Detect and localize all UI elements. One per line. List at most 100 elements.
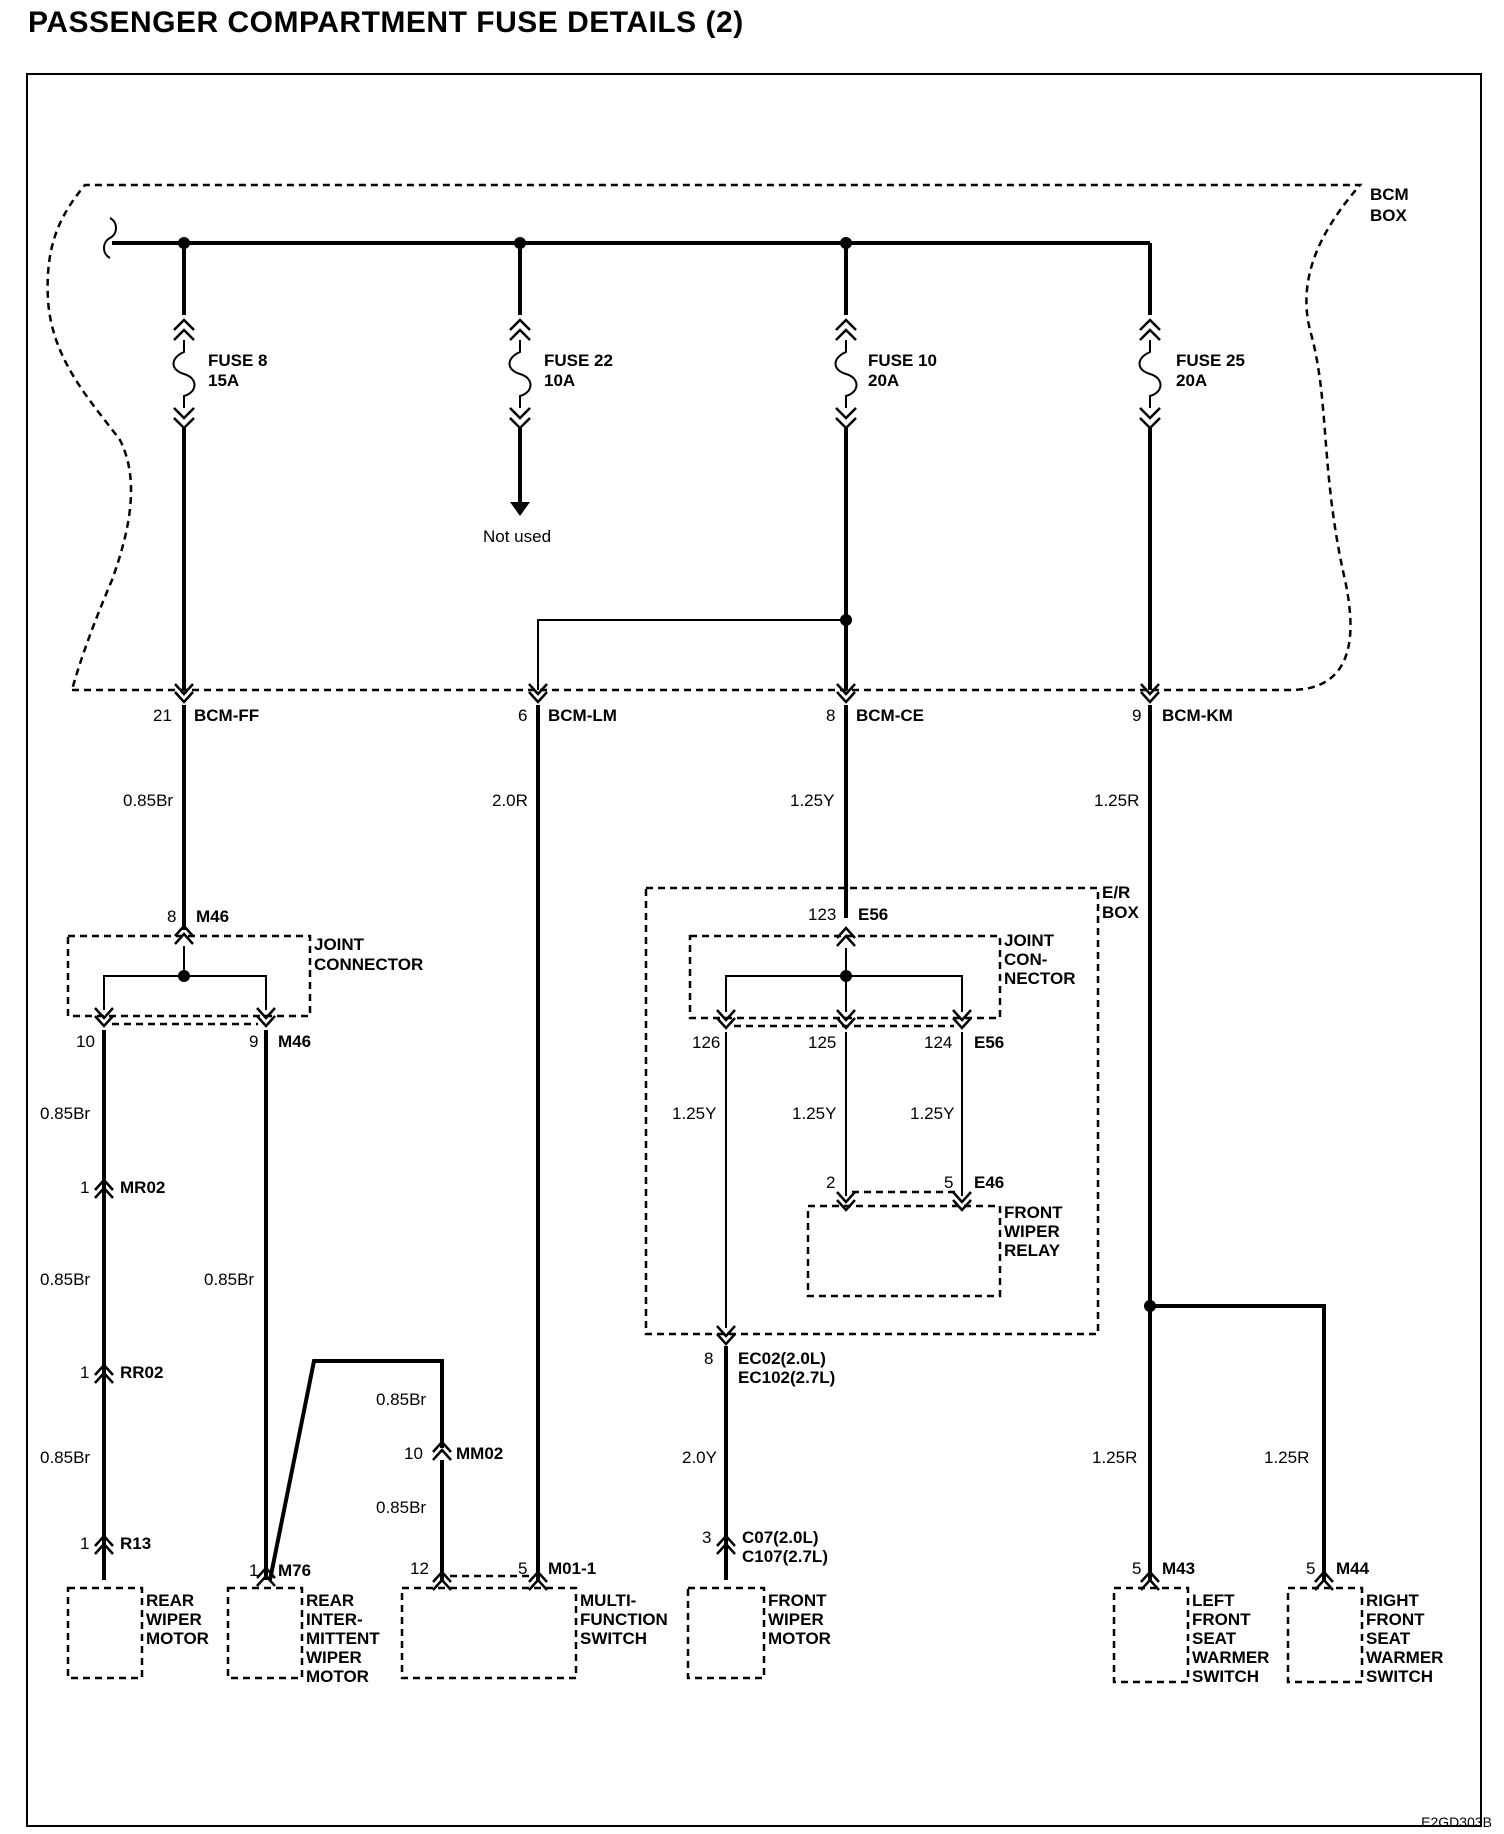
outer-frame	[26, 73, 1482, 1827]
fuse-10-icon	[834, 318, 858, 430]
rear-int-wiper-motor-box	[226, 1586, 304, 1680]
m01-pin5: 5	[518, 1559, 527, 1578]
wire-label-w11: 1.25Y	[672, 1104, 716, 1123]
wire-label-w9: 0.85Br	[376, 1390, 426, 1409]
bcm-box-label-2: BOX	[1370, 206, 1408, 225]
mm02-pin: 10	[404, 1444, 423, 1463]
rr02-label: RR02	[120, 1363, 163, 1382]
r13-pin: 1	[80, 1534, 89, 1553]
rear-wiper-motor-line3: MOTOR	[146, 1629, 209, 1648]
front-wiper-relay-line2: WIPER	[1004, 1222, 1060, 1241]
m44-label: M44	[1336, 1559, 1370, 1578]
bcm-lm-pin: 6	[518, 706, 527, 725]
front-wiper-relay-box	[806, 1204, 1002, 1298]
e46-pin5: 5	[944, 1173, 953, 1192]
right-seat-warmer-line1: RIGHT	[1366, 1591, 1420, 1610]
bcm-ff-pin: 21	[153, 706, 172, 725]
front-wiper-motor-line2: WIPER	[768, 1610, 824, 1629]
fuse-25-rating: 20A	[1176, 371, 1207, 390]
wire-label-w4: 1.25R	[1094, 791, 1139, 810]
rear-int-wiper-motor-line4: WIPER	[306, 1648, 362, 1667]
left-seat-warmer-line4: WARMER	[1192, 1648, 1269, 1667]
multi-function-switch-line3: SWITCH	[580, 1629, 647, 1648]
m44-pin: 5	[1306, 1559, 1315, 1578]
bcm-box-outline	[46, 183, 1363, 692]
e56-bottom-label: E56	[974, 1033, 1004, 1052]
e46-label: E46	[974, 1173, 1004, 1192]
wire-label-w7: 0.85Br	[40, 1448, 90, 1467]
wire-label-w8: 0.85Br	[204, 1270, 254, 1289]
right-seat-warmer-line5: SWITCH	[1366, 1667, 1433, 1686]
fuse-10-name: FUSE 10	[868, 351, 937, 370]
front-wiper-motor-box	[686, 1586, 766, 1680]
front-wiper-motor-line3: MOTOR	[768, 1629, 831, 1648]
rear-wiper-motor-line2: WIPER	[146, 1610, 202, 1629]
wire-label-w5: 0.85Br	[40, 1104, 90, 1123]
left-seat-warmer-line2: FRONT	[1192, 1610, 1251, 1629]
c07-pin: 3	[702, 1528, 711, 1547]
right-seat-warmer-line4: WARMER	[1366, 1648, 1443, 1667]
rear-wiper-motor-box	[66, 1586, 144, 1680]
m46-pin9: 9	[249, 1032, 258, 1051]
m46-top-pin: 8	[167, 907, 176, 926]
m46-top-label: M46	[196, 907, 229, 926]
fuse-8-icon	[172, 318, 196, 430]
bcm-km-label: BCM-KM	[1162, 706, 1233, 725]
left-seat-warmer-line1: LEFT	[1192, 1591, 1235, 1610]
right-seat-warmer-box	[1286, 1586, 1364, 1684]
multi-function-switch-box	[400, 1586, 578, 1680]
right-seat-warmer-line2: FRONT	[1366, 1610, 1425, 1629]
bcm-ce-pin: 8	[826, 706, 835, 725]
fuse-22-icon	[508, 318, 532, 430]
joint-connector-1-line1: JOINT	[314, 935, 365, 954]
joint-connector-1-box	[66, 934, 312, 1018]
m43-label: M43	[1162, 1559, 1195, 1578]
multi-function-switch-line1: MULTI-	[580, 1591, 636, 1610]
front-wiper-motor-line1: FRONT	[768, 1591, 827, 1610]
m43-pin: 5	[1132, 1559, 1141, 1578]
fuse-22-note: Not used	[483, 527, 551, 546]
front-wiper-relay-line3: RELAY	[1004, 1241, 1061, 1260]
fuse-8-rating: 15A	[208, 371, 239, 390]
jc1-bus	[103, 975, 267, 1010]
bcm-lm-label: BCM-LM	[548, 706, 617, 725]
bcm-km-pin: 9	[1132, 706, 1141, 725]
wire-label-w6: 0.85Br	[40, 1270, 90, 1289]
er-box-label-2: BOX	[1102, 903, 1140, 922]
rear-int-wiper-motor-line1: REAR	[306, 1591, 354, 1610]
multi-function-switch-line2: FUNCTION	[580, 1610, 668, 1629]
m01-pin12: 12	[410, 1559, 429, 1578]
wire-label-w16: 1.25R	[1264, 1448, 1309, 1467]
rear-wiper-motor-line1: REAR	[146, 1591, 194, 1610]
wire-label-w3: 1.25Y	[790, 791, 834, 810]
front-wiper-relay-line1: FRONT	[1004, 1203, 1063, 1222]
ec02-label: EC02(2.0L)	[738, 1349, 826, 1368]
wire-label-w13: 1.25Y	[910, 1104, 954, 1123]
not-used-arrow-icon	[510, 502, 530, 516]
fuse-10-rating: 20A	[868, 371, 899, 390]
battery-feed-symbol	[103, 217, 117, 259]
joint-connector-2-line2: CON-	[1004, 950, 1047, 969]
left-seat-warmer-line3: SEAT	[1192, 1629, 1237, 1648]
bcm-ce-label: BCM-CE	[856, 706, 924, 725]
c07-label: C07(2.0L)	[742, 1528, 819, 1547]
e56-pin124: 124	[924, 1033, 952, 1052]
fuse-22-name: FUSE 22	[544, 351, 613, 370]
fuse-8-name: FUSE 8	[208, 351, 268, 370]
er-box-label: E/R	[1102, 883, 1130, 902]
page-title: PASSENGER COMPARTMENT FUSE DETAILS (2)	[28, 6, 744, 39]
wire-label-w15: 1.25R	[1092, 1448, 1137, 1467]
wire-label-w2: 2.0R	[492, 791, 528, 810]
wire-m76-mm02	[268, 1359, 444, 1581]
rr02-pin: 1	[80, 1363, 89, 1382]
bcm-ff-label: BCM-FF	[194, 706, 259, 725]
er-box-outline	[644, 886, 1100, 1336]
jc2-bus	[725, 975, 963, 1012]
joint-connector-2-line3: NECTOR	[1004, 969, 1075, 988]
m46-bottom-label: M46	[278, 1032, 311, 1051]
ec102-label: EC102(2.7L)	[738, 1368, 835, 1387]
diagram-code: E2GD303B	[1421, 1814, 1492, 1830]
rear-int-wiper-motor-line2: INTER-	[306, 1610, 363, 1629]
wire-label-w10: 0.85Br	[376, 1498, 426, 1517]
